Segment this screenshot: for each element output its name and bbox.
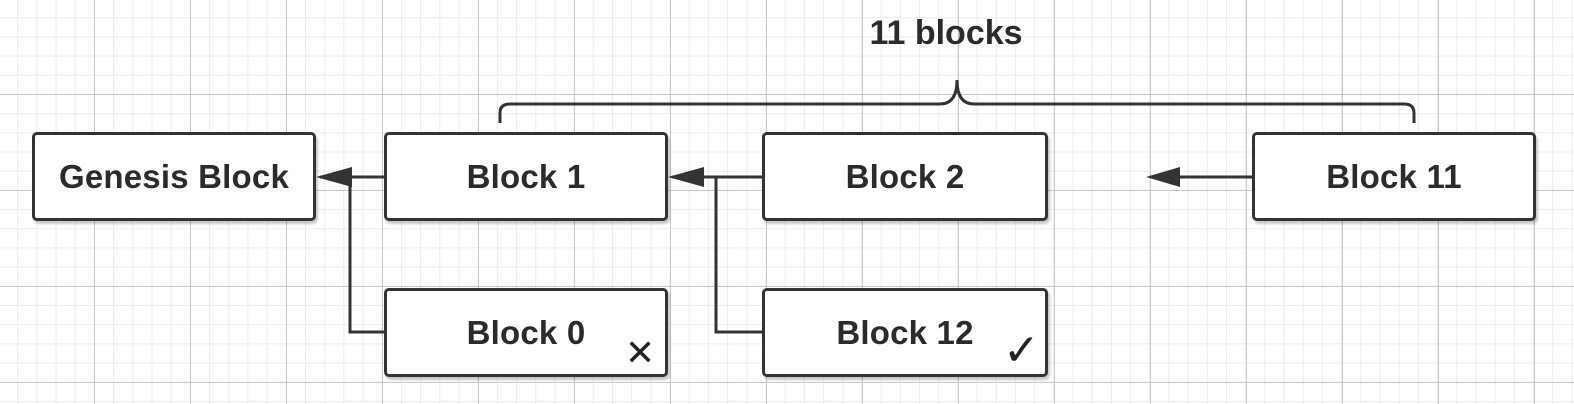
genesis-block[interactable]: Genesis Block (32, 132, 316, 221)
genesis-block-label: Genesis Block (58, 157, 290, 195)
block-2-label: Block 2 (845, 157, 965, 195)
block-11-label: Block 11 (1326, 157, 1462, 195)
arrowhead-block1 (668, 167, 704, 187)
block-0-label: Block 0 (466, 313, 586, 351)
block-2[interactable]: Block 2 (762, 132, 1048, 221)
block-1-label: Block 1 (466, 157, 586, 195)
accepted-check-icon: ✓ (1003, 326, 1040, 375)
group-brace (498, 79, 1416, 123)
arrowhead-previous (1146, 167, 1180, 187)
arrow-block0-to-genesis (348, 177, 384, 334)
block-11[interactable]: Block 11 (1252, 132, 1536, 221)
block-0[interactable]: Block 0 ✕ (384, 288, 668, 377)
rejected-x-icon: ✕ (625, 332, 656, 373)
block-1[interactable]: Block 1 (384, 132, 668, 221)
group-label: 11 blocks (869, 14, 1023, 52)
arrow-block12-to-block1 (714, 177, 762, 334)
arrowhead-genesis (316, 167, 352, 187)
block-12-label: Block 12 (836, 313, 974, 351)
block-12[interactable]: Block 12 ✓ (762, 288, 1048, 377)
